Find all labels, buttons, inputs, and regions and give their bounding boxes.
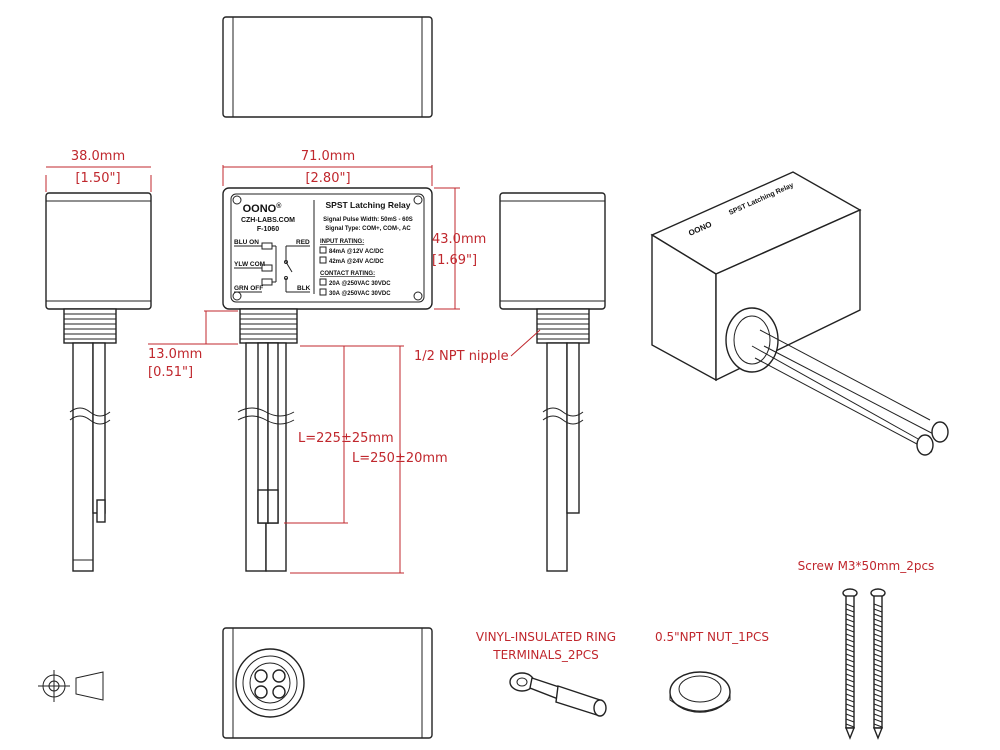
lead-long-label: L=250±20mm xyxy=(352,451,448,466)
lead-short-label: L=225±25mm xyxy=(298,431,394,446)
callout-npt-nipple: 1/2 NPT nipple xyxy=(414,329,541,364)
signal-type-text: Signal Type: COM+, COM-, AC xyxy=(325,226,411,232)
npt-nipple-label: 1/2 NPT nipple xyxy=(414,349,509,364)
width-in-label: [1.50"] xyxy=(75,171,120,186)
length-mm-label: 71.0mm xyxy=(301,149,355,164)
screw-1 xyxy=(842,588,858,740)
contact-rating-2: 30A @250VAC 30VDC xyxy=(329,291,391,297)
wire-blk: BLK xyxy=(297,285,311,292)
screw-label: Screw M3*50mm_2pcs xyxy=(798,559,935,573)
contact-rating-heading: CONTACT RATING: xyxy=(320,271,375,277)
dimension-length: 71.0mm [2.80"] xyxy=(222,149,433,186)
height-in-label: [1.69"] xyxy=(432,253,477,268)
ring-terminal-label-1: VINYL-INSULATED RING xyxy=(476,630,616,644)
website-text: CZH-LABS.COM xyxy=(241,217,295,224)
contact-rating-1: 20A @250VAC 30VDC xyxy=(329,281,391,287)
wire-ylw-com: YLW COM xyxy=(234,261,265,268)
bottom-view xyxy=(222,627,433,739)
input-rating-2: 42mA @24V AC/DC xyxy=(329,259,384,265)
side-view-right xyxy=(499,192,606,572)
input-rating-1: 84mA @12V AC/DC xyxy=(329,249,384,255)
dimension-width: 38.0mm [1.50"] xyxy=(45,149,152,192)
dimension-lead-long: L=250±20mm xyxy=(290,345,448,574)
pulse-width-text: Signal Pulse Width: 50mS - 60S xyxy=(323,217,413,223)
label-title: SPST Latching Relay xyxy=(325,200,410,210)
width-mm-label: 38.0mm xyxy=(71,149,125,164)
screw-2 xyxy=(870,588,886,740)
nipple-mm-label: 13.0mm xyxy=(148,347,202,362)
schematic-symbol xyxy=(234,242,310,293)
ring-terminal: VINYL-INSULATED RING TERMINALS_2PCS xyxy=(476,630,616,717)
npt-nut: 0.5"NPT NUT_1PCS xyxy=(655,630,769,713)
dimension-nipple: 13.0mm [0.51"] xyxy=(148,310,238,380)
height-mm-label: 43.0mm xyxy=(432,232,486,247)
side-view-left xyxy=(45,192,152,572)
top-view xyxy=(222,16,433,118)
input-rating-heading: INPUT RATING: xyxy=(320,239,364,245)
length-in-label: [2.80"] xyxy=(305,171,350,186)
wire-grn-off: GRN OFF xyxy=(234,285,263,292)
screws: Screw M3*50mm_2pcs xyxy=(798,559,935,740)
wire-blu-on: BLU ON xyxy=(234,239,259,246)
dimension-height: 43.0mm [1.69"] xyxy=(432,187,486,310)
front-view: OONO® CZH-LABS.COM F-1060 SPST Latching … xyxy=(222,187,433,572)
projection-symbol xyxy=(38,670,104,702)
nipple-in-label: [0.51"] xyxy=(148,365,193,380)
npt-nut-label: 0.5"NPT NUT_1PCS xyxy=(655,630,769,644)
wire-red: RED xyxy=(296,239,310,246)
brand-logo: OONO® xyxy=(243,202,283,215)
model-text: F-1060 xyxy=(257,226,279,233)
isometric-view: OONO SPST Latching Relay xyxy=(650,171,949,456)
ring-terminal-label-2: TERMINALS_2PCS xyxy=(492,648,599,662)
dimension-lead-short: L=225±25mm xyxy=(284,345,394,524)
